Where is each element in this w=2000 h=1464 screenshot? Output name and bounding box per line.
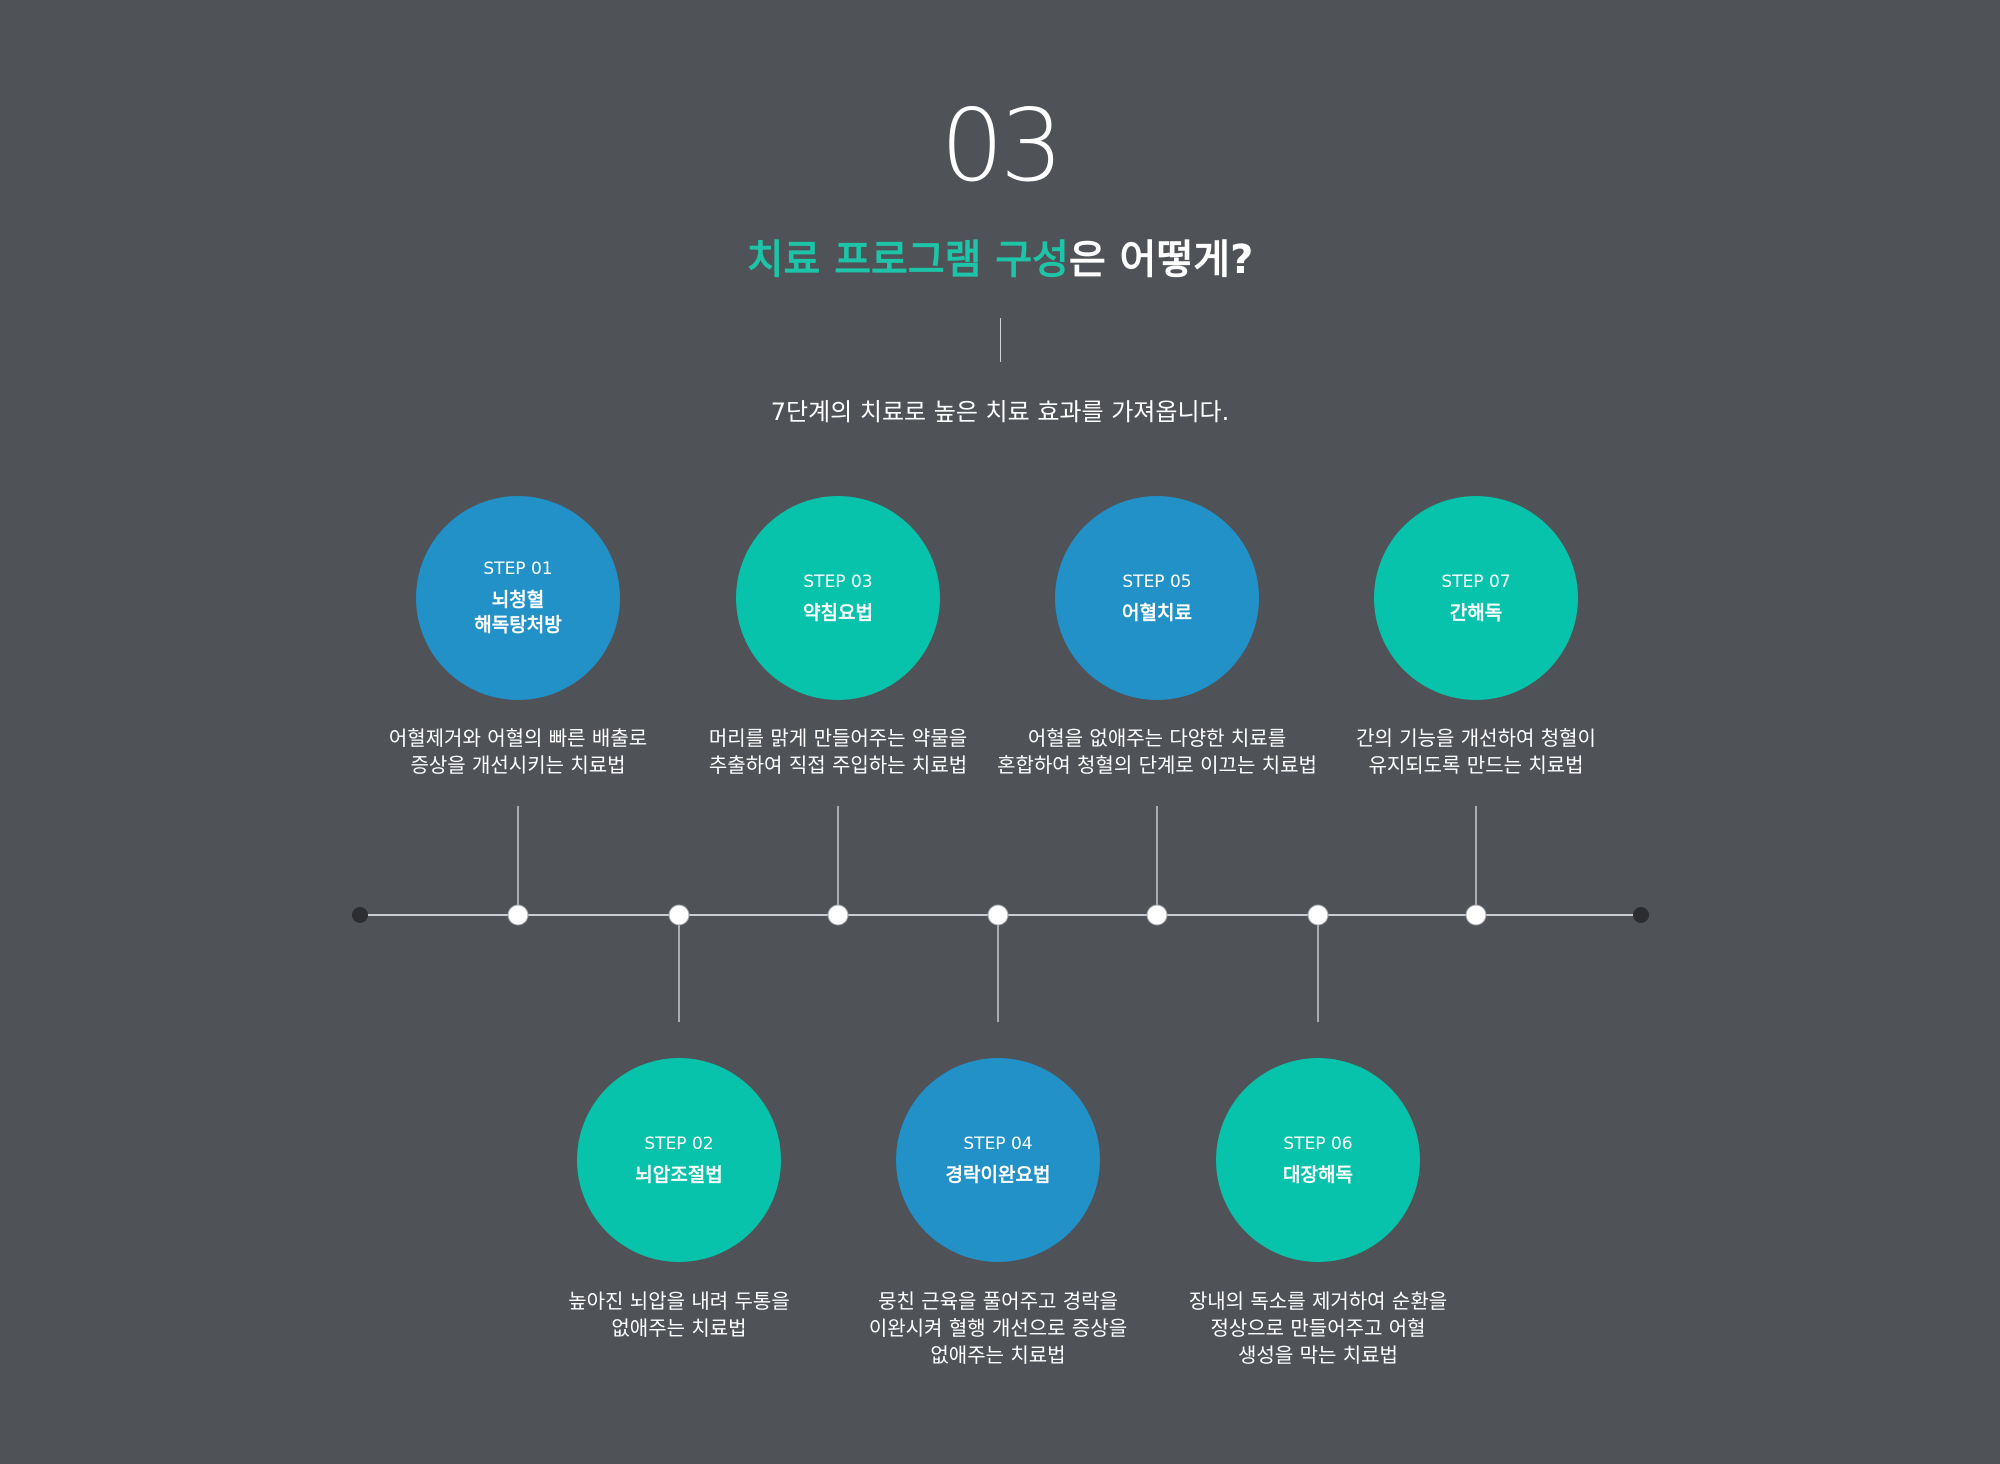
step-03-label: STEP 03	[803, 571, 873, 592]
step-04-circle: STEP 04 경락이완요법	[896, 1058, 1100, 1262]
step-02-name: 뇌압조절법	[635, 1163, 723, 1186]
step-01-label: STEP 01	[483, 559, 553, 579]
title-highlight: 치료 프로그램 구성	[746, 237, 1069, 283]
step-07-label: STEP 07	[1441, 571, 1511, 592]
subtitle: 7단계의 치료로 높은 치료 효과를 가져옵니다.	[770, 398, 1230, 426]
step-06-name: 대장해독	[1283, 1163, 1353, 1186]
step-02-circle: STEP 02 뇌압조절법	[577, 1058, 781, 1262]
step-05-desc: 어혈을 없애주는 다양한 치료를 혼합하여 청혈의 단계로 이끄는 치료법	[997, 726, 1317, 777]
page-title: 치료 프로그램 구성은 어떻게?	[0, 232, 2000, 288]
timeline-node-step-01	[507, 904, 529, 926]
timeline-end-dot	[1633, 907, 1649, 923]
step-03-circle: STEP 03 약침요법	[736, 496, 940, 700]
timeline-node-step-06	[1307, 904, 1329, 926]
timeline-node-step-04	[987, 904, 1009, 926]
section-number: 03	[940, 87, 1063, 204]
title-rest: 은 어떻게?	[1068, 237, 1254, 283]
step-05-circle: STEP 05 어혈치료	[1055, 496, 1259, 700]
step-03-desc: 머리를 맑게 만들어주는 약물을 추출하여 직접 주입하는 치료법	[708, 726, 968, 777]
step-01-circle: STEP 01 뇌청혈 해독탕처방	[416, 496, 620, 700]
step-07-circle: STEP 07 간해독	[1374, 496, 1578, 700]
step-03-name: 약침요법	[803, 601, 873, 624]
step-02-label: STEP 02	[644, 1133, 714, 1154]
step-01-desc: 어혈제거와 어혈의 빠른 배출로 증상을 개선시키는 치료법	[388, 726, 648, 777]
step-05-label: STEP 05	[1122, 571, 1192, 592]
step-06-label: STEP 06	[1283, 1133, 1353, 1154]
step-05-name: 어혈치료	[1122, 601, 1192, 624]
step-04-name: 경락이완요법	[945, 1163, 1051, 1186]
timeline-node-step-05	[1146, 904, 1168, 926]
step-01-name: 뇌청혈 해독탕처방	[474, 589, 562, 636]
step-07-desc: 간의 기능을 개선하여 청혈이 유지되도록 만드는 치료법	[1356, 726, 1596, 777]
timeline-node-step-03	[827, 904, 849, 926]
step-06-desc: 장내의 독소를 제거하여 순환을 정상으로 만들어주고 어혈 생성을 막는 치료…	[1188, 1289, 1448, 1367]
title-divider	[1000, 318, 1001, 362]
timeline-node-step-02	[668, 904, 690, 926]
step-07-name: 간해독	[1449, 601, 1503, 624]
timeline-start-dot	[352, 907, 368, 923]
step-02-desc: 높아진 뇌압을 내려 두통을 없애주는 치료법	[568, 1289, 790, 1340]
timeline-node-step-07	[1465, 904, 1487, 926]
step-06-circle: STEP 06 대장해독	[1216, 1058, 1420, 1262]
step-04-label: STEP 04	[963, 1133, 1033, 1154]
step-04-desc: 뭉친 근육을 풀어주고 경락을 이완시켜 혈행 개선으로 증상을 없애주는 치료…	[868, 1289, 1128, 1367]
